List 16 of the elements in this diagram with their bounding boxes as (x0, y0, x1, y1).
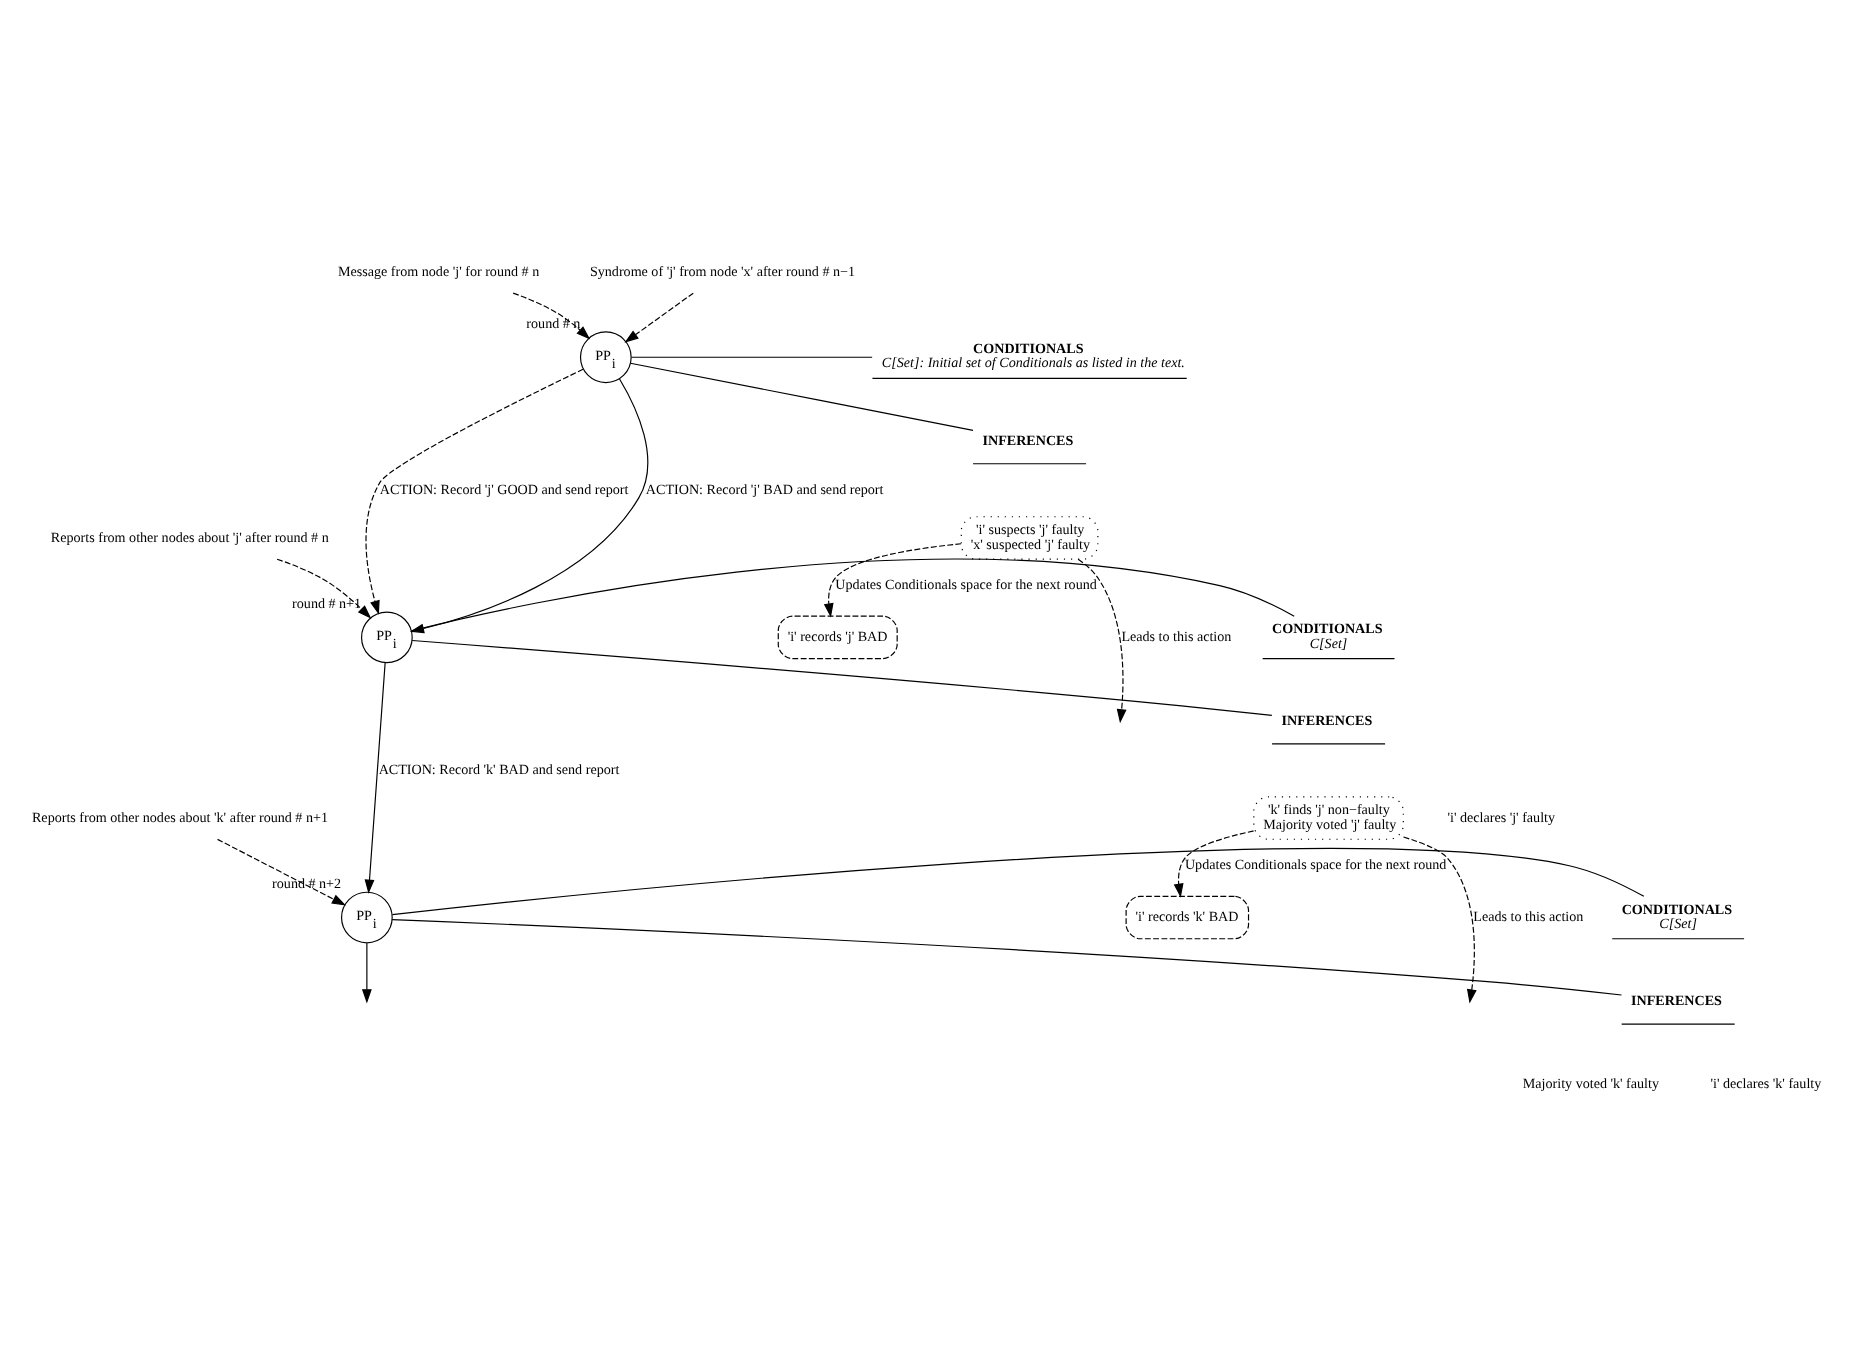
arrow (361, 941, 372, 1003)
connector (391, 847, 1645, 915)
connector (629, 361, 974, 430)
arrow (512, 291, 591, 339)
arrow (276, 557, 372, 618)
arrow (216, 837, 346, 905)
arrow (1173, 829, 1255, 897)
arrow (823, 542, 962, 617)
connector (391, 918, 1623, 995)
connector (630, 355, 873, 357)
connector (411, 638, 1273, 715)
arrow (624, 291, 694, 342)
arrow (1077, 557, 1127, 723)
arrow (365, 367, 584, 614)
arrow (1402, 835, 1477, 1003)
arrow (364, 661, 386, 893)
